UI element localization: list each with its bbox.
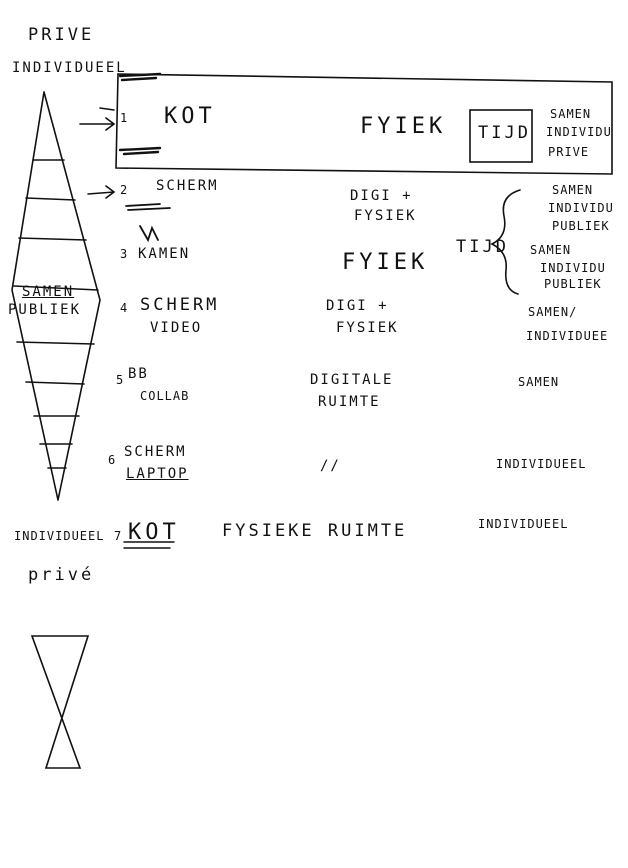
row4-space-1: DIGI +: [326, 298, 389, 314]
row4-social-2: INDIVIDUEE: [526, 329, 609, 343]
funnel-lines: [13, 159, 99, 469]
box-scribble: [118, 72, 162, 156]
row1-num: 1: [120, 111, 129, 125]
row5-name-2: COLLAB: [140, 389, 190, 403]
row4-name-2: VIDEO: [150, 320, 203, 336]
row4-space-2: FYSIEK: [336, 320, 399, 336]
row3-social-3: PUBLIEK: [544, 277, 602, 291]
row1-social-3: PRIVE: [548, 145, 590, 159]
row4-name-1: SCHERM: [140, 295, 220, 315]
row1-social-1: SAMEN: [550, 107, 592, 121]
label-publiek-middle: PUBLIEK: [8, 302, 82, 318]
row3-tag: TIJD: [456, 237, 509, 257]
row5-name-1: BB: [128, 366, 149, 382]
row2-social-2: INDIVIDU: [548, 201, 614, 215]
row3-name: KAMEN: [138, 246, 191, 262]
row5-social: SAMEN: [518, 375, 560, 389]
label-samen-middle: SAMEN: [22, 284, 75, 300]
row3-num: 3: [120, 247, 129, 261]
row2-name: SCHERM: [156, 178, 219, 194]
row6-social: INDIVIDUEEL: [496, 457, 587, 471]
row7-num: 7: [114, 529, 123, 543]
kot-underline: [123, 541, 175, 549]
row1-box: [115, 73, 613, 175]
row1-tag: TIJD: [478, 123, 531, 143]
row2-space-2: FYSIEK: [354, 208, 417, 224]
row6-name-2: LAPTOP: [126, 466, 189, 482]
arrow-1: [79, 117, 116, 131]
row2-social-3: PUBLIEK: [552, 219, 610, 233]
row5-num: 5: [116, 373, 125, 387]
row7-name: KOT: [128, 520, 180, 545]
row1-name: KOT: [164, 104, 216, 129]
label-prive-top: PRIVE: [28, 25, 95, 45]
curly-brace: [490, 189, 521, 295]
label-individueel-bottom: INDIVIDUEEL: [14, 529, 105, 543]
label-prive-bottom: privé: [28, 565, 95, 585]
row7-space: FYSIEKE RUIMTE: [222, 521, 408, 541]
label-individueel-top: INDIVIDUEEL: [12, 60, 127, 76]
row5-space-1: DIGITALE: [310, 372, 394, 388]
row3-social-1: SAMEN: [530, 243, 572, 257]
row3-social-2: INDIVIDU: [540, 261, 606, 275]
hourglass: [30, 635, 90, 769]
row2-scribble: [125, 203, 171, 243]
row2-space-1: DIGI +: [350, 188, 413, 204]
row3-space: FYIEK: [342, 250, 429, 275]
tijd-box: [469, 109, 533, 163]
row7-social: INDIVIDUEEL: [478, 517, 569, 531]
row2-social-1: SAMEN: [552, 183, 594, 197]
row1-space: FYIEK: [360, 114, 447, 139]
arrow-3: [99, 107, 115, 111]
arrow-2: [87, 185, 116, 199]
row5-space-2: RUIMTE: [318, 394, 381, 410]
row4-social-1: SAMEN/: [528, 305, 578, 319]
row4-num: 4: [120, 301, 129, 315]
row6-num: 6: [108, 453, 117, 467]
row6-name-1: SCHERM: [124, 444, 187, 460]
row2-num: 2: [120, 183, 129, 197]
funnel-outline: [11, 91, 101, 501]
row6-space: //: [320, 458, 341, 474]
row1-social-2: INDIVIDU: [546, 125, 612, 139]
